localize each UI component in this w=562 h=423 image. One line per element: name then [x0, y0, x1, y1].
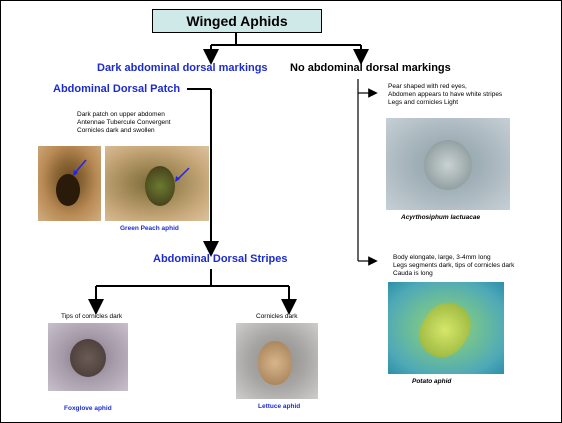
potato-desc-line: Cauda is long [393, 270, 514, 278]
aphid-body [70, 339, 106, 377]
stripes-heading: Abdominal Dorsal Stripes [153, 253, 287, 265]
title-box: Winged Aphids [152, 9, 322, 33]
aphid-body [258, 341, 292, 385]
patch-photo-left [38, 146, 101, 221]
pointer-arrow-icon [105, 146, 209, 221]
branch-none-heading: No abdominal dorsal markings [290, 62, 451, 74]
acyrtho-photo [386, 118, 510, 210]
acyrtho-caption: Acyrthosiphum lactuacae [401, 214, 480, 221]
patch-caption: Green Peach aphid [120, 225, 179, 232]
lettuce-photo [236, 323, 318, 399]
stripes-left-desc: Tips of cornicles dark [61, 313, 122, 321]
aphid-body [410, 294, 480, 366]
lettuce-caption: Lettuce aphid [258, 403, 300, 410]
potato-caption: Potato aphid [412, 378, 451, 385]
patch-photo-right [105, 146, 209, 221]
patch-desc-line: Dark patch on upper abdomen [77, 111, 171, 119]
potato-photo [388, 282, 504, 374]
pointer-arrow-icon [38, 146, 101, 221]
potato-desc-line: Legs segments dark, tips of cornicles da… [393, 262, 514, 270]
acyrtho-desc-line: Legs and cornicles Light [388, 99, 502, 107]
acyrtho-description: Pear shaped with red eyes, Abdomen appea… [388, 83, 502, 107]
patch-description: Dark patch on upper abdomen Antennae Tub… [77, 111, 171, 135]
patch-desc-line: Antennae Tubercule Convergent [77, 119, 171, 127]
foxglove-caption: Foxglove aphid [64, 405, 112, 412]
foxglove-photo [48, 323, 128, 391]
branch-dark-heading: Dark abdominal dorsal markings [97, 62, 268, 74]
acyrtho-desc-line: Abdomen appears to have white stripes [388, 91, 502, 99]
patch-desc-line: Cornicles dark and swollen [77, 127, 171, 135]
patch-heading: Abdominal Dorsal Patch [53, 83, 180, 95]
aphid-body [424, 140, 472, 190]
potato-description: Body elongate, large, 3-4mm long Legs se… [393, 254, 514, 278]
acyrtho-desc-line: Pear shaped with red eyes, [388, 83, 502, 91]
stripes-right-desc: Cornicles dark [256, 313, 298, 321]
potato-desc-line: Body elongate, large, 3-4mm long [393, 254, 514, 262]
